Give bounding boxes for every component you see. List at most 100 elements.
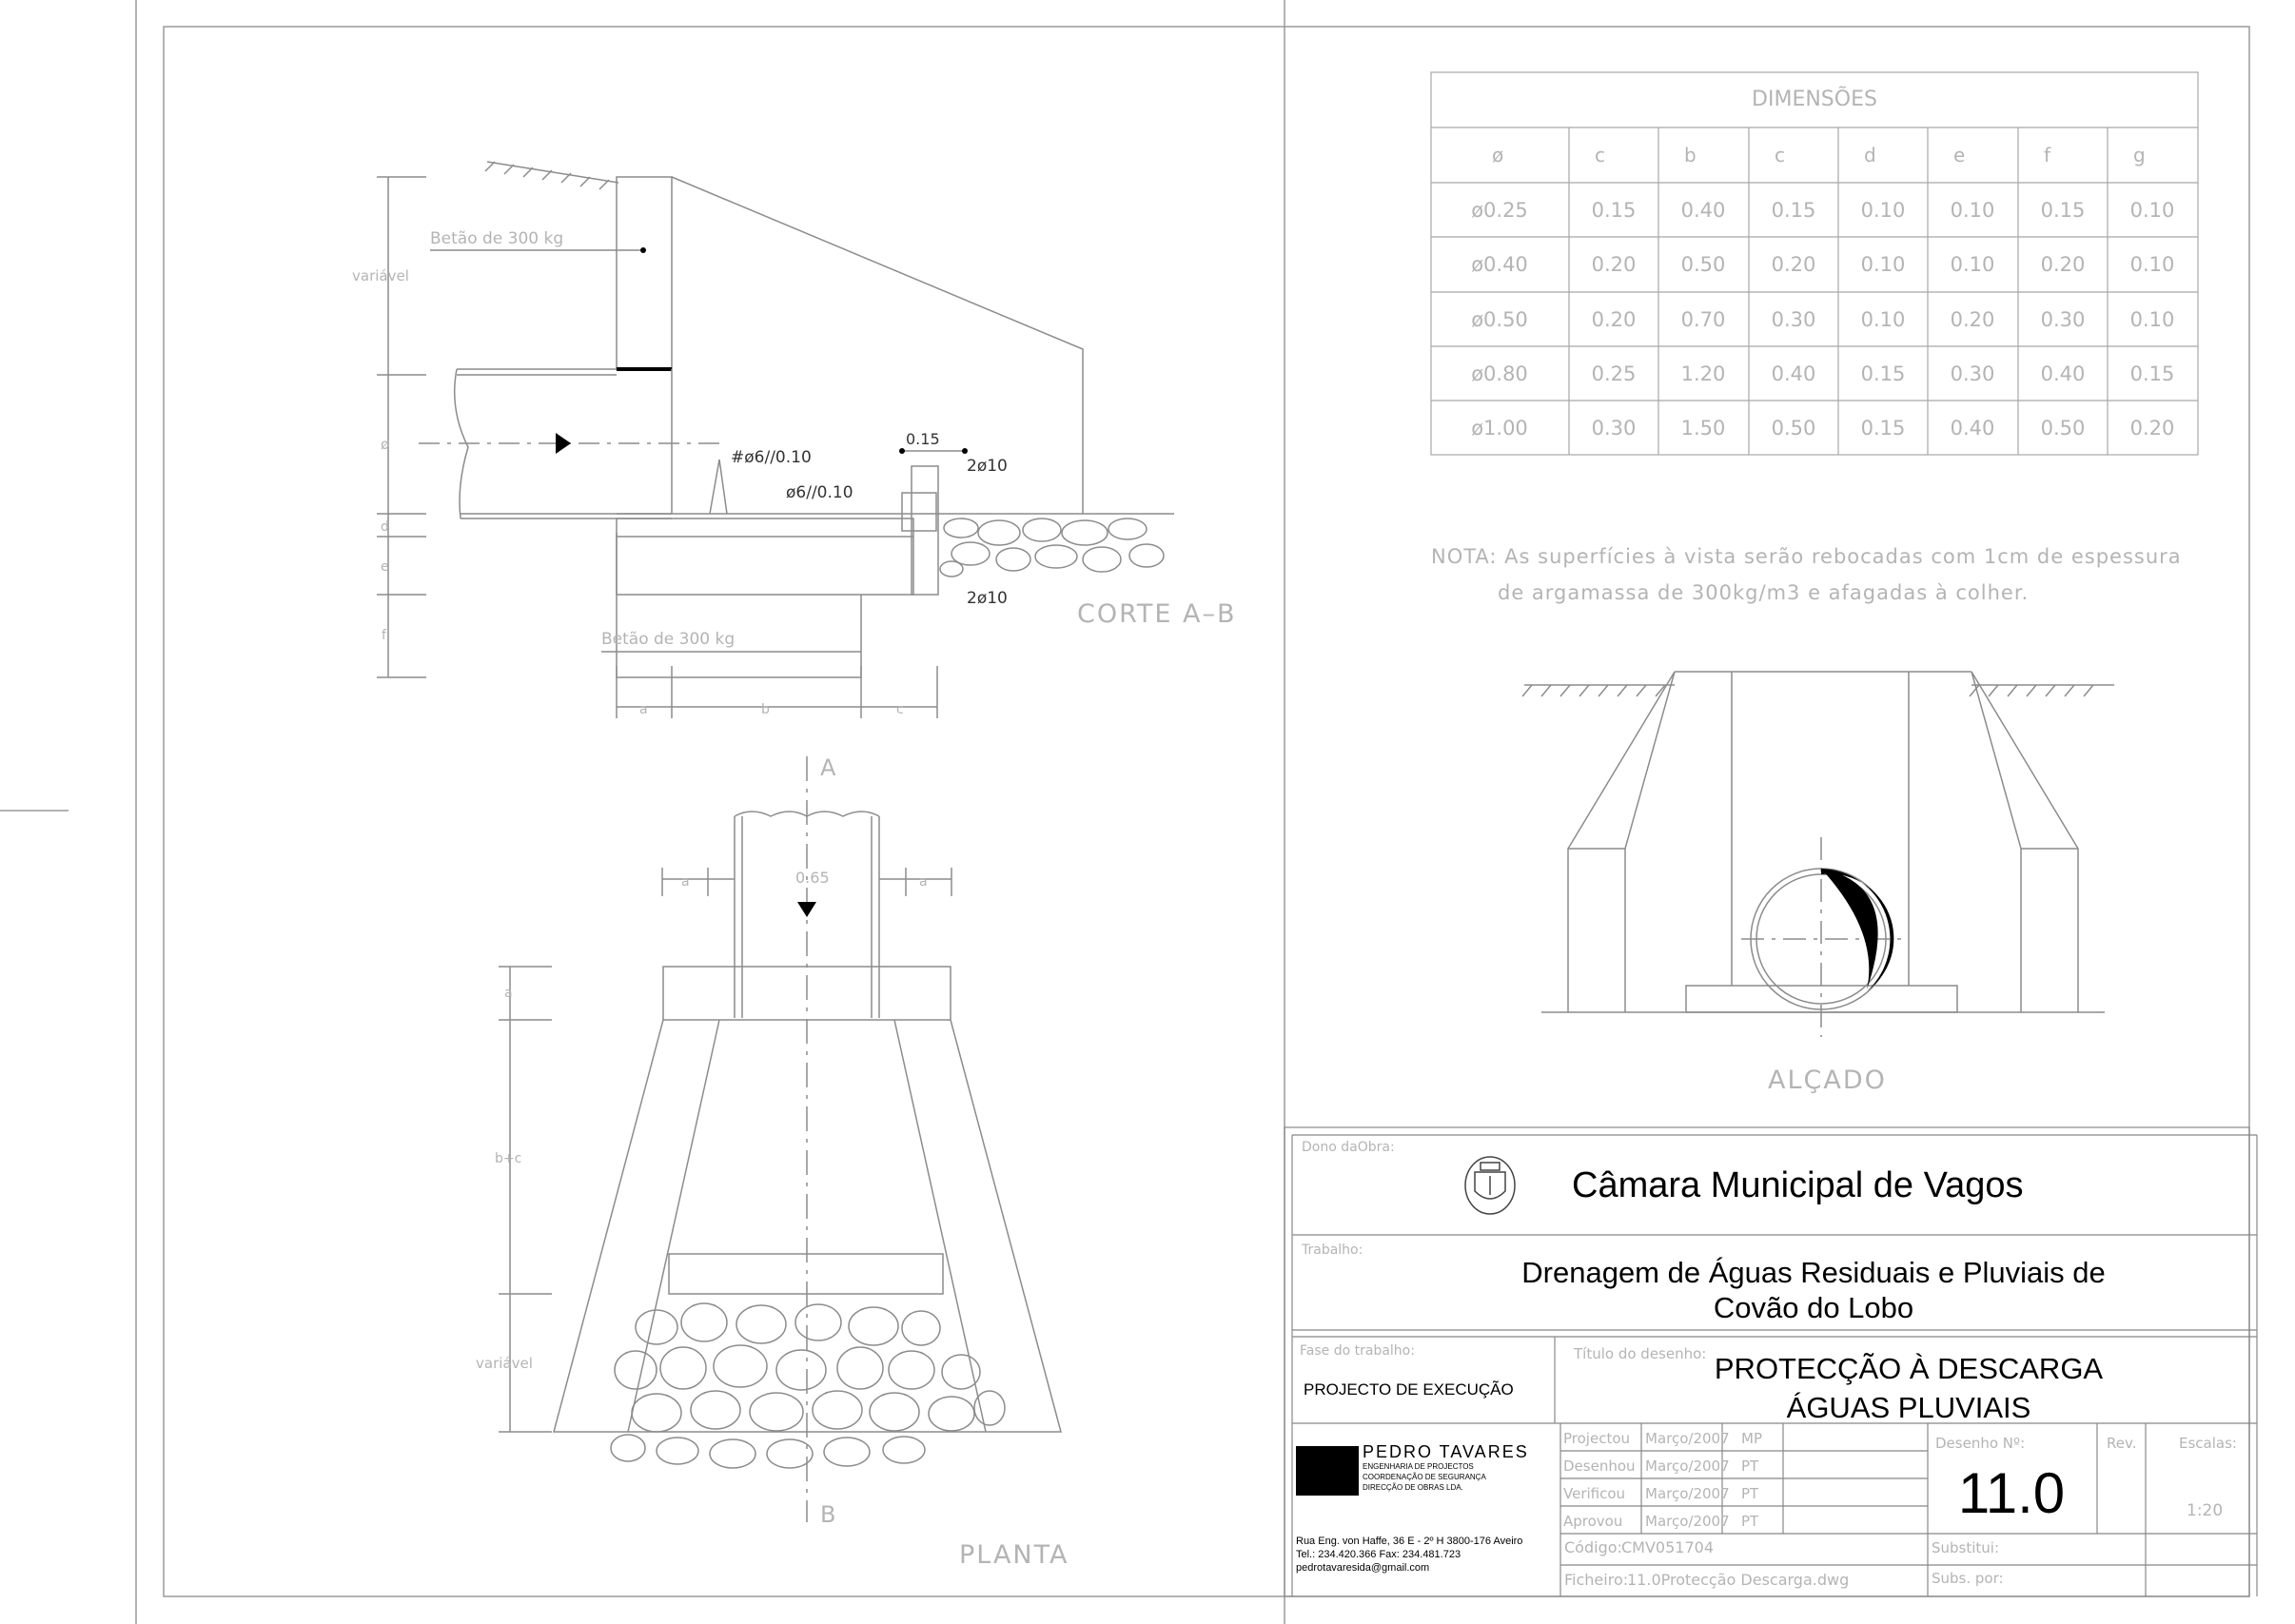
table-cell: 0.10 [2130,253,2175,276]
work-title-line-2: Covão do Lobo [1714,1291,1913,1324]
company-line-2: COORDENAÇÃO DE SEGURANÇA [1363,1473,1486,1481]
table-cell: ø0.80 [1471,362,1528,385]
table-header-cell: ø [1492,144,1503,166]
table-cell: 0.15 [2130,362,2175,385]
elevation-title: ALÇADO [1768,1066,1887,1095]
table-header-cell: c [1775,144,1785,166]
cut-a-label: A [820,754,836,781]
table-cell: ø0.40 [1471,253,1528,276]
company-name: PEDRO TAVARES [1363,1442,1529,1461]
rebar-dot [899,448,905,454]
rebar-top-label: 2ø10 [967,457,1008,476]
rebar-dot [640,247,646,253]
table-cell: 1.50 [1681,417,1726,440]
table-cell: 0.30 [1772,308,1816,331]
dim-f-label: f [382,628,387,643]
dim-b-label: b [761,702,770,717]
cut-b-label: B [820,1501,835,1528]
dimensions-table [1430,71,2199,456]
drawing-title-line-1: PROTECÇÃO À DESCARGA [1715,1352,2104,1385]
company-address: Rua Eng. von Haffe, 36 E - 2º H 3800-176… [1296,1536,1522,1547]
dim-variavel-label: variável [476,1355,533,1372]
drawing-no-field-label: Desenho Nº: [1935,1435,2025,1452]
elevation-view [1521,671,2114,1037]
owner-name: Câmara Municipal de Vagos [1572,1165,2024,1205]
table-cell: 0.40 [1772,362,1816,385]
table-cell: 0.20 [1592,308,1637,331]
dim-d-label: d [381,519,389,535]
dim-e-label: e [381,559,389,575]
table-cell: 0.30 [2041,308,2086,331]
table-cell: 0.15 [2041,199,2086,222]
flow-arrow-icon [556,433,571,454]
plan-title: PLANTA [959,1540,1069,1570]
table-cell: 0.20 [1951,308,1995,331]
concrete-label-top: Betão de 300 kg [430,229,563,248]
file-field-label: Ficheiro: [1564,1571,1628,1589]
work-title-line-1: Drenagem de Águas Residuais e Pluviais d… [1521,1256,2105,1289]
table-cell: 0.15 [1861,362,1906,385]
dim-015-label: 0.15 [906,430,940,448]
table-cell: 0.25 [1592,362,1637,385]
municipal-crest-icon [1464,1156,1516,1215]
approval-date: Março/2007 [1645,1485,1730,1502]
table-cell: 0.50 [1772,417,1816,440]
table-cell: 0.70 [1681,308,1726,331]
table-cell: 0.20 [1772,253,1816,276]
dim-a-vert-label: a [504,986,513,1001]
dim-a-right-label: a [919,874,928,890]
table-cell: 0.10 [2130,199,2175,222]
approval-role: Projectou [1563,1430,1630,1447]
dim-variavel-label: variável [352,267,409,284]
table-cell: 0.20 [2041,253,2086,276]
section-ab-title: CORTE A–B [1077,599,1237,629]
approval-date: Março/2007 [1645,1430,1730,1447]
dim-c-label: c [896,702,904,717]
pipe-section-shading [1821,869,1878,989]
table-cell: 0.30 [1592,417,1637,440]
drawing-title-field-label: Título do desenho: [1573,1345,1706,1362]
dim-phi-label: ø [381,436,389,453]
table-cell: 0.40 [2041,362,2086,385]
approval-initials: PT [1741,1513,1759,1530]
company-line-1: ENGENHARIA DE PROJECTOS [1363,1462,1474,1471]
title-block [1284,1126,2258,1597]
table-header-cell: b [1684,144,1697,166]
dim-a-left-label: a [681,874,690,890]
rebar-mesh-label: #ø6//0.10 [731,448,812,467]
approval-role: Verificou [1563,1485,1625,1502]
table-cell: 0.15 [1772,199,1816,222]
rebar-dot [962,448,968,454]
table-cell: ø0.25 [1471,199,1528,222]
approval-date: Março/2007 [1645,1513,1730,1530]
flow-arrow-icon [797,902,816,917]
table-cell: 0.10 [1951,199,1995,222]
table-cell: 0.40 [1951,417,1995,440]
phase-field-label: Fase do trabalho: [1300,1343,1415,1359]
company-phone: Tel.: 234.420.366 Fax: 234.481.723 [1296,1549,1461,1560]
note-line-2: de argamassa de 300kg/m3 e afagadas à co… [1498,581,2029,604]
table-cell: 0.30 [1951,362,1995,385]
approval-date: Março/2007 [1645,1458,1730,1475]
table-cell: 0.50 [1681,253,1726,276]
table-cell: 0.40 [1681,199,1726,222]
table-cell: 0.20 [2130,417,2175,440]
approval-role: Aprovou [1563,1513,1622,1530]
rebar-stirrup-label: ø6//0.10 [786,483,853,502]
table-cell: 1.20 [1681,362,1726,385]
plan-view [499,756,1062,1522]
scales-field-label: Escalas: [2179,1435,2237,1452]
table-cell: 0.15 [1592,199,1637,222]
rebar-bottom-label: 2ø10 [967,589,1008,608]
company-email: pedrotavaresida@gmail.com [1296,1562,1429,1574]
phase-value: PROJECTO DE EXECUÇÃO [1304,1380,1514,1399]
table-cell: ø0.50 [1471,308,1528,331]
file-value: 11.0Protecção Descarga.dwg [1627,1571,1849,1589]
table-cell: 0.20 [1592,253,1637,276]
scale-value: 1:20 [2187,1501,2223,1520]
table-cell: 0.10 [1861,308,1906,331]
approval-initials: PT [1741,1458,1759,1475]
note-line-1: NOTA: As superfícies à vista serão reboc… [1431,545,2182,568]
table-cell: 0.15 [1861,417,1906,440]
